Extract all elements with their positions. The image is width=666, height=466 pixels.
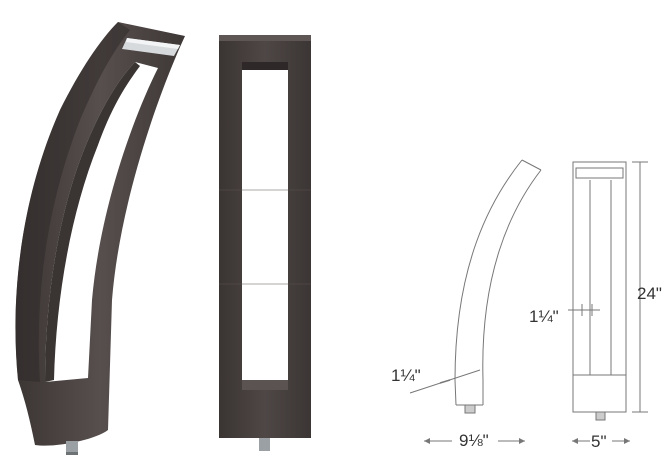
height-dimension-label: 24" [637,284,662,303]
mounting-pin [66,441,78,455]
front-thickness-label: 1¼" [529,307,559,326]
side-thickness-label: 1¼" [391,366,421,385]
side-profile-outer [454,159,523,406]
bollard-window [45,62,158,382]
curved-bollard-photo [15,22,186,455]
front-width-label: 5" [591,432,607,451]
front-window [242,62,288,384]
depth-width-label: 9⅛" [459,431,489,450]
front-bollard-photo [219,35,311,451]
side-profile-inner [482,169,542,405]
